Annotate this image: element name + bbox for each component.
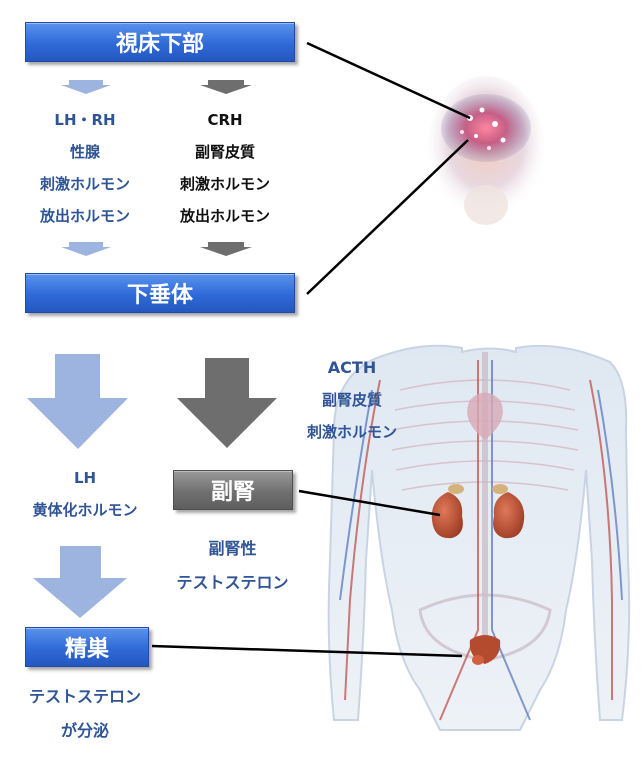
- arrow-small-blue-top: [61, 80, 111, 94]
- arrow-small-blue-bottom: [61, 242, 111, 256]
- testes-illustration: [469, 635, 501, 665]
- pituitary-box: 下垂体: [25, 273, 295, 313]
- gnrh-line-1: LH・RH: [54, 111, 116, 129]
- connector-lines: [151, 41, 471, 658]
- adrenal-box: 副腎: [173, 470, 293, 510]
- adrenal-output-line-2: テストステロン: [176, 573, 289, 592]
- testes-output-line-2: が分泌: [60, 721, 109, 740]
- hypothalamus-box: 視床下部: [25, 22, 295, 62]
- body-illustration: [327, 344, 631, 731]
- crh-line-2: 副腎皮質: [194, 143, 255, 161]
- arrow-big-gray: [177, 358, 277, 448]
- testes-testosterone-text: テストステロン が分泌: [10, 680, 160, 748]
- crh-line-1: CRH: [207, 111, 243, 129]
- arrow-small-gray-bottom: [200, 242, 252, 256]
- crh-line-4: 放出ホルモン: [179, 207, 270, 225]
- gnrh-line-2: 性腺: [69, 143, 100, 161]
- testes-output-line-1: テストステロン: [28, 687, 141, 706]
- kidney-illustration: [431, 484, 525, 539]
- gnrh-text: LH・RH 性腺 刺激ホルモン 放出ホルモン: [10, 104, 160, 232]
- connector-pituitary: [306, 139, 469, 295]
- arrow-small-gray-top: [200, 80, 252, 94]
- crh-line-3: 刺激ホルモン: [179, 175, 270, 193]
- big-arrows: [27, 354, 277, 618]
- brain-illustration: [428, 76, 544, 225]
- adrenal-output-line-1: 副腎性: [208, 539, 257, 558]
- arrow-big-blue-2: [33, 546, 127, 618]
- lh-line-2: 黄体化ホルモン: [32, 501, 138, 519]
- small-arrows: [61, 80, 252, 256]
- adrenal-testosterone-text: 副腎性 テストステロン: [160, 532, 305, 600]
- crh-text: CRH 副腎皮質 刺激ホルモン 放出ホルモン: [150, 104, 300, 232]
- testes-box: 精巣: [25, 627, 149, 667]
- acth-line-1: ACTH: [327, 358, 377, 377]
- gnrh-line-3: 刺激ホルモン: [39, 175, 130, 193]
- lh-text: LH 黄体化ホルモン: [10, 462, 160, 526]
- acth-text: ACTH 副腎皮質 刺激ホルモン: [282, 352, 422, 448]
- lh-line-1: LH: [73, 469, 97, 487]
- acth-line-3: 刺激ホルモン: [306, 423, 397, 441]
- connector-adrenal: [298, 489, 441, 517]
- connector-testes: [151, 644, 463, 658]
- arrow-big-blue-1: [27, 354, 128, 449]
- gnrh-line-4: 放出ホルモン: [39, 207, 130, 225]
- connector-hypothalamus: [306, 41, 471, 120]
- acth-line-2: 副腎皮質: [321, 391, 382, 409]
